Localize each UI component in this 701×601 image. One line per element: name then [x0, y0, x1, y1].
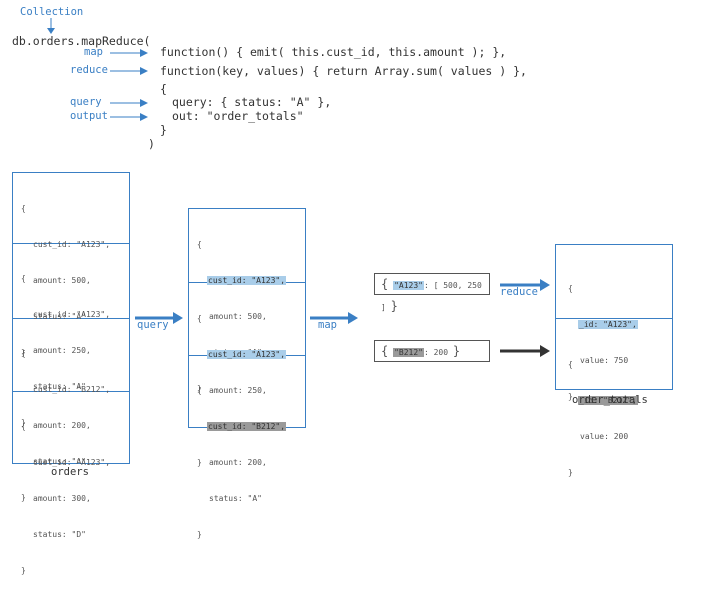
doc-status: status: "A": [33, 312, 86, 321]
order-totals-collection: { _id: "A123", value: 750 } { _id: "B212…: [555, 244, 673, 477]
query-param-label: query: [70, 96, 102, 108]
map-param-arrow: [110, 49, 148, 57]
result-document: { _id: "A123", value: 750 }: [568, 259, 638, 427]
doc-cust-id: cust_id: "B212",: [207, 422, 287, 431]
collection-label: Collection: [20, 6, 84, 18]
query-option-code: query: { status: "A" },: [172, 95, 332, 109]
query-param-arrow: [110, 99, 148, 107]
doc-divider: [13, 318, 129, 319]
filtered-documents: { cust_id: "A123", amount: 500, status: …: [188, 208, 306, 539]
doc-status: status: "A": [33, 382, 86, 391]
out-option-code: out: "order_totals": [172, 109, 304, 123]
doc-value: value: 200: [580, 432, 629, 441]
output-param-label: output: [70, 110, 108, 122]
doc-close-brace: }: [197, 458, 202, 467]
pair-key: "B212": [393, 348, 424, 357]
doc-status: status: "A": [33, 457, 86, 466]
doc-open-brace: {: [568, 284, 573, 293]
reduce-stage-arrow: [500, 279, 550, 291]
orders-collection: { cust_id: "A123", amount: 500, status: …: [12, 172, 130, 575]
pair-close-brace: }: [390, 299, 398, 313]
pair-open-brace: {: [381, 277, 389, 291]
order-document: { cust_id: "A123", amount: 500, status: …: [21, 179, 110, 383]
doc-close-brace: }: [21, 348, 26, 357]
pair-values: : [ 500, 250 ]: [381, 281, 482, 312]
doc-divider: [13, 243, 129, 244]
reduce-stage-label: reduce: [500, 286, 538, 298]
intermediate-pair-a123: { "A123": [ 500, 250 ] }: [374, 273, 490, 313]
doc-open-brace: {: [568, 360, 573, 369]
doc-open-brace: {: [197, 386, 202, 395]
doc-status: status: "D": [33, 530, 86, 539]
map-stage-arrow: [310, 312, 358, 324]
passthrough-arrow: [500, 345, 550, 357]
doc-open-brace: {: [21, 204, 26, 213]
filtered-document: { cust_id: "B212", amount: 200, status: …: [197, 361, 287, 565]
map-stage-label: map: [318, 319, 337, 331]
doc-divider: [556, 318, 672, 319]
doc-amount: amount: 250,: [33, 346, 91, 355]
query-stage-arrow: [135, 312, 183, 324]
map-function-code: function() { emit( this.cust_id, this.am…: [160, 45, 507, 59]
doc-close-brace: }: [197, 384, 202, 393]
mapreduce-call: db.orders.mapReduce(: [12, 34, 151, 48]
doc-open-brace: {: [21, 274, 26, 283]
mapreduce-close-paren: ): [148, 137, 155, 151]
pair-close-brace: }: [452, 344, 461, 358]
map-param-label: map: [84, 46, 103, 58]
doc-cust-id: cust_id: "A123",: [207, 276, 287, 285]
result-document: { _id: "B212", value: 200 }: [568, 335, 638, 503]
reduce-param-arrow: [110, 67, 148, 75]
doc-amount: amount: 300,: [33, 494, 91, 503]
order-document: { cust_id: "A123", amount: 250, status: …: [21, 249, 110, 453]
doc-id: _id: "A123",: [578, 320, 638, 329]
doc-cust-id: cust_id: "B212",: [33, 385, 111, 394]
pair-key: "A123": [393, 281, 424, 290]
doc-cust-id: cust_id: "A123",: [207, 350, 287, 359]
doc-close-brace: }: [568, 468, 573, 477]
collection-pointer-arrow: [47, 18, 55, 34]
options-close-brace: }: [160, 123, 167, 137]
reduce-function-code: function(key, values) { return Array.sum…: [160, 64, 527, 78]
intermediate-pair-b212: { "B212": 200 }: [374, 340, 490, 362]
orders-caption: orders: [51, 466, 89, 478]
doc-value: value: 750: [580, 356, 629, 365]
doc-cust-id: cust_id: "A123",: [33, 458, 111, 467]
doc-close-brace: }: [197, 530, 202, 539]
doc-cust-id: cust_id: "A123",: [33, 310, 111, 319]
order-document: { cust_id: "A123", amount: 300, status: …: [21, 397, 110, 601]
order-totals-caption: order_totals: [572, 394, 648, 406]
doc-amount: amount: 250,: [209, 386, 267, 395]
doc-amount: amount: 200,: [33, 421, 91, 430]
doc-open-brace: {: [197, 314, 202, 323]
output-param-arrow: [110, 113, 148, 121]
doc-divider: [13, 391, 129, 392]
doc-close-brace: }: [21, 566, 26, 575]
doc-cust-id: cust_id: "A123",: [33, 240, 111, 249]
doc-close-brace: }: [21, 418, 26, 427]
options-open-brace: {: [160, 82, 167, 96]
pair-values: : 200: [423, 348, 449, 357]
pair-open-brace: {: [381, 344, 389, 358]
doc-amount: amount: 500,: [209, 312, 267, 321]
reduce-param-label: reduce: [70, 64, 108, 76]
doc-close-brace: }: [568, 392, 573, 401]
doc-id: _id: "B212",: [578, 396, 638, 405]
doc-amount: amount: 200,: [209, 458, 267, 467]
doc-open-brace: {: [197, 240, 202, 249]
doc-amount: amount: 500,: [33, 276, 91, 285]
query-stage-label: query: [137, 319, 169, 331]
doc-status: status: "A": [209, 494, 262, 503]
doc-open-brace: {: [21, 422, 26, 431]
doc-open-brace: {: [21, 349, 26, 358]
